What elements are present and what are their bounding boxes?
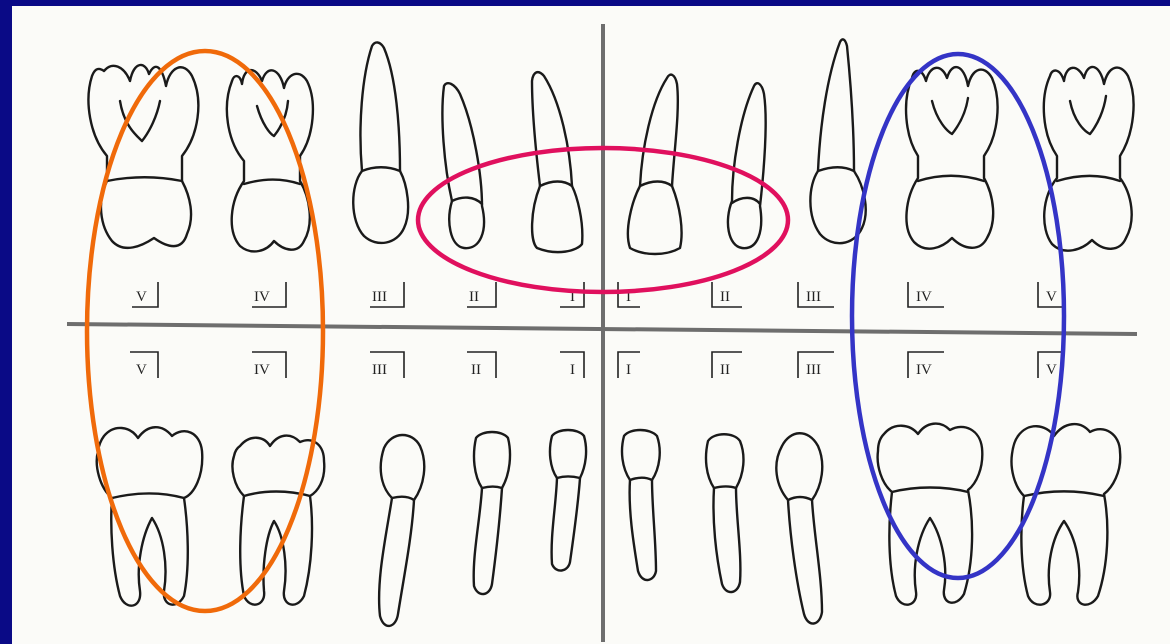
upper-label-right-V: V [1038, 282, 1062, 307]
lower-teeth [97, 424, 1120, 626]
label-text: V [1046, 362, 1057, 378]
left-molars-highlight [87, 51, 323, 611]
lower-label-right-I: I [618, 352, 640, 378]
lower-label-left-III: III [370, 352, 404, 378]
lower-label-left-II: II [467, 352, 496, 378]
tooth-upper-right-IV [906, 67, 998, 249]
label-text: III [372, 289, 387, 305]
label-text: IV [916, 362, 932, 378]
upper-label-right-III: III [798, 282, 834, 307]
lower-label-right-V: V [1038, 352, 1062, 378]
primary-dentition-chart: V IV III II I [12, 6, 1170, 644]
label-text: V [136, 289, 147, 305]
label-text: IV [254, 289, 270, 305]
upper-label-left-IV: IV [252, 282, 286, 307]
label-text: IV [916, 289, 932, 305]
label-text: I [570, 362, 575, 378]
label-text: V [1046, 289, 1057, 305]
tooth-upper-right-III [810, 39, 865, 243]
label-text: V [136, 362, 147, 378]
tooth-upper-right-II [728, 83, 766, 248]
upper-label-right-I: I [618, 282, 640, 307]
label-text: II [720, 362, 730, 378]
upper-label-left-I: I [560, 282, 584, 307]
label-text: II [471, 362, 481, 378]
upper-label-left-III: III [370, 282, 404, 307]
tooth-chart-panel: V IV III II I [12, 6, 1170, 644]
lower-labels: V IV III II I [130, 352, 1062, 378]
label-text: III [372, 362, 387, 378]
upper-label-left-V: V [132, 282, 158, 307]
right-molars-highlight [852, 54, 1064, 578]
tooth-upper-right-I [628, 75, 682, 254]
label-text: III [806, 289, 821, 305]
tooth-lower-right-I [622, 430, 660, 580]
label-text: II [720, 289, 730, 305]
upper-label-right-IV: IV [908, 282, 944, 307]
lower-label-left-I: I [560, 352, 584, 378]
lower-label-right-IV: IV [908, 352, 944, 378]
tooth-lower-right-II [706, 434, 743, 592]
tooth-upper-left-III [353, 42, 408, 243]
tooth-lower-left-II [474, 432, 510, 594]
label-text: II [469, 289, 479, 305]
label-text: I [626, 362, 631, 378]
lower-label-right-II: II [712, 352, 742, 378]
upper-label-left-II: II [467, 282, 496, 307]
tooth-lower-right-III [776, 433, 822, 623]
lower-label-left-IV: IV [252, 352, 286, 378]
lower-label-right-III: III [798, 352, 834, 378]
tooth-lower-left-III [379, 435, 424, 626]
label-text: III [806, 362, 821, 378]
lower-label-left-V: V [130, 352, 158, 378]
upper-labels: V IV III II I [132, 282, 1062, 307]
label-text: IV [254, 362, 270, 378]
tooth-lower-left-I [550, 430, 586, 571]
upper-label-right-II: II [712, 282, 742, 307]
tooth-upper-left-I [532, 72, 582, 252]
